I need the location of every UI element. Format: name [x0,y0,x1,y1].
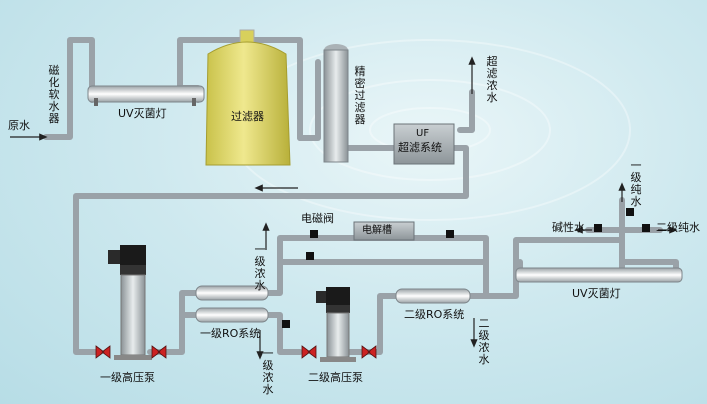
pump2-label: 二级高压泵 [308,371,363,384]
ro1-concentrate-bottom-label: 一级浓水 [262,347,274,396]
pipe-uf-concentrate [457,89,475,133]
uv-lamp-right-label: UV灭菌灯 [572,287,621,300]
electrolyzer-label: 电解槽 [362,225,392,236]
ro1-membranes [195,285,269,323]
uf-label-line2: 超滤系统 [398,141,442,154]
ro2-concentrate-label: 二级浓水 [478,317,490,366]
pipe-pump1-ro1 [147,290,199,355]
pump1-label: 一级高压泵 [100,371,155,384]
uv-lamp-top-label: UV灭菌灯 [118,107,167,120]
uf-concentrate-label: 超滤浓水 [486,55,498,104]
pipe-pump2-ro2 [347,293,399,355]
ro2-system-label: 二级RO系统 [404,308,465,321]
uf-system-box [393,123,455,165]
filter-tank [205,29,291,166]
raw-water-label: 原水 [8,119,30,132]
pipe-raw-softener [43,37,95,140]
red-valves [95,345,377,359]
pipe-ro2-right [467,237,625,299]
uv-lamp-top [87,85,205,106]
high-pressure-pump-2 [316,287,356,362]
primary-pure-label: 一级纯水 [630,159,642,208]
pipe-electrolyzer-loop [265,235,489,296]
pipe-ro2-out [467,259,489,299]
pipe-main-loop [73,145,469,355]
pipe-filter-precision [297,59,321,141]
uv-lamp-right [515,267,683,283]
filter-label: 过滤器 [231,110,264,123]
pipe-ro1-pump2 [265,312,303,355]
alkaline-label: 碱性水 [552,221,585,234]
softener-label: 磁化软水器 [48,64,60,125]
solenoid-label: 电磁阀 [301,212,334,225]
ro1-system-label: 一级RO系统 [200,327,261,340]
solenoid-valves [282,208,650,328]
precision-filter-label: 精密过滤器 [354,65,366,126]
precision-filter [323,44,349,163]
secondary-pure-label: 二级纯水 [656,221,700,234]
electrolyzer-tank [353,221,415,241]
high-pressure-pump-1 [108,245,152,360]
ro1-concentrate-label: 一级浓水 [254,243,266,292]
uf-label-line1: UF [416,128,430,139]
ro2-membrane [395,288,471,304]
